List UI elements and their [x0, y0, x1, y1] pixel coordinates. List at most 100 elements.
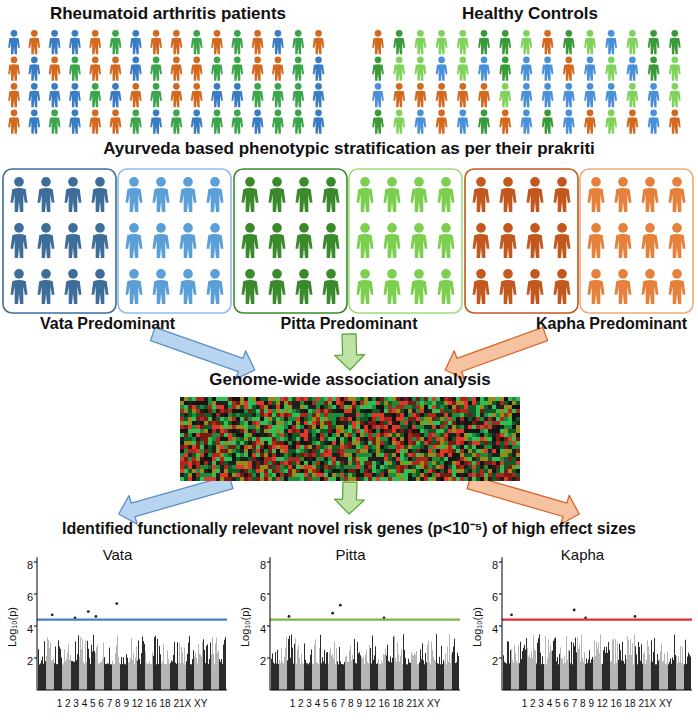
heatmap-cell — [420, 413, 424, 417]
heatmap-cell — [228, 433, 232, 437]
heatmap-cell — [464, 417, 468, 421]
heatmap-cell — [256, 401, 260, 405]
person-icon — [28, 30, 40, 54]
person-icon — [152, 223, 169, 258]
heatmap-cell — [368, 429, 372, 433]
heatmap-cell — [376, 409, 380, 413]
heatmap-cell — [472, 417, 476, 421]
heatmap-cell — [388, 457, 392, 461]
person-body — [89, 117, 101, 134]
heatmap-cell — [492, 453, 496, 457]
heatmap-cell — [236, 457, 240, 461]
person-body — [669, 64, 681, 81]
heatmap-cell — [364, 433, 368, 437]
heatmap-cell — [224, 433, 228, 437]
heatmap-cell — [200, 417, 204, 421]
heatmap-cell — [464, 433, 468, 437]
crowd-group: Healthy Controls — [365, 2, 695, 136]
heatmap-cell — [512, 405, 516, 409]
heatmap-cell — [188, 445, 192, 449]
heatmap-cell — [496, 421, 500, 425]
heatmap-cell — [332, 397, 336, 401]
heatmap-cell — [204, 405, 208, 409]
person-head — [14, 177, 24, 187]
heatmap-cell — [296, 421, 300, 425]
heatmap-cell — [320, 417, 324, 421]
heatmap-cell — [208, 437, 212, 441]
person-icon — [393, 30, 405, 54]
heatmap-cell — [256, 417, 260, 421]
person-body — [668, 234, 685, 258]
person-head — [31, 57, 38, 64]
person-body — [605, 64, 617, 81]
heatmap-cell — [244, 441, 248, 445]
heatmap-cell — [516, 457, 520, 461]
heatmap-cell — [480, 405, 484, 409]
heatmap-cell — [476, 425, 480, 429]
person-head — [629, 57, 636, 64]
person-head — [417, 110, 424, 117]
heatmap-cell — [296, 401, 300, 405]
heatmap-cell — [308, 449, 312, 453]
heatmap-cell — [368, 401, 372, 405]
person-body — [553, 280, 570, 304]
heatmap-cell — [476, 449, 480, 453]
heatmap-cell — [240, 421, 244, 425]
heatmap-cell — [492, 397, 496, 401]
heatmap-cell — [444, 429, 448, 433]
heatmap-cell — [416, 409, 420, 413]
heatmap-cell — [356, 421, 360, 425]
heatmap-cell — [320, 433, 324, 437]
heatmap-cell — [448, 429, 452, 433]
heatmap-cell — [392, 433, 396, 437]
heatmap-cell — [308, 445, 312, 449]
heatmap-cell — [300, 449, 304, 453]
heatmap-cell — [360, 425, 364, 429]
heatmap-cell — [504, 433, 508, 437]
person-head — [183, 177, 193, 187]
person-body — [322, 280, 339, 304]
heatmap-cell — [476, 445, 480, 449]
person-body — [499, 117, 511, 134]
heatmap-cell — [364, 445, 368, 449]
heatmap-cell — [268, 453, 272, 457]
heatmap-cell — [396, 417, 400, 421]
heatmap-cell — [424, 433, 428, 437]
heatmap-cell — [232, 425, 236, 429]
heatmap-cell — [200, 401, 204, 405]
heatmap-cell — [488, 437, 492, 441]
person-head — [51, 110, 58, 117]
heatmap-cell — [328, 457, 332, 461]
person-body — [231, 117, 243, 134]
heatmap-cell — [496, 449, 500, 453]
heatmap-cell — [488, 425, 492, 429]
heatmap-cell — [308, 425, 312, 429]
group-heading: Rheumatoid arthritis patients — [50, 4, 286, 24]
heatmap-cell — [260, 441, 264, 445]
gwas-panel: Genome-wide association analysis — [180, 370, 520, 482]
person-head — [11, 30, 18, 37]
person-icon — [415, 110, 427, 134]
person-icon — [171, 110, 183, 134]
person-icon — [241, 269, 258, 304]
person-body — [152, 234, 169, 258]
person-body — [648, 38, 660, 55]
heatmap-cell — [452, 397, 456, 401]
heatmap-cell — [468, 453, 472, 457]
heatmap-cell — [244, 437, 248, 441]
heatmap-cell — [356, 409, 360, 413]
heatmap-cell — [444, 417, 448, 421]
person-head — [153, 57, 160, 64]
person-body — [91, 188, 108, 212]
heatmap-cell — [512, 421, 516, 425]
heatmap-cell — [216, 441, 220, 445]
heatmap-cell — [496, 457, 500, 461]
person-icon — [125, 177, 142, 212]
heatmap-cell — [476, 413, 480, 417]
heatmap-cell — [324, 453, 328, 457]
person-icon — [211, 110, 223, 134]
heatmap-cell — [456, 445, 460, 449]
heatmap-cell — [500, 401, 504, 405]
person-head — [254, 57, 261, 64]
person-body — [37, 188, 54, 212]
